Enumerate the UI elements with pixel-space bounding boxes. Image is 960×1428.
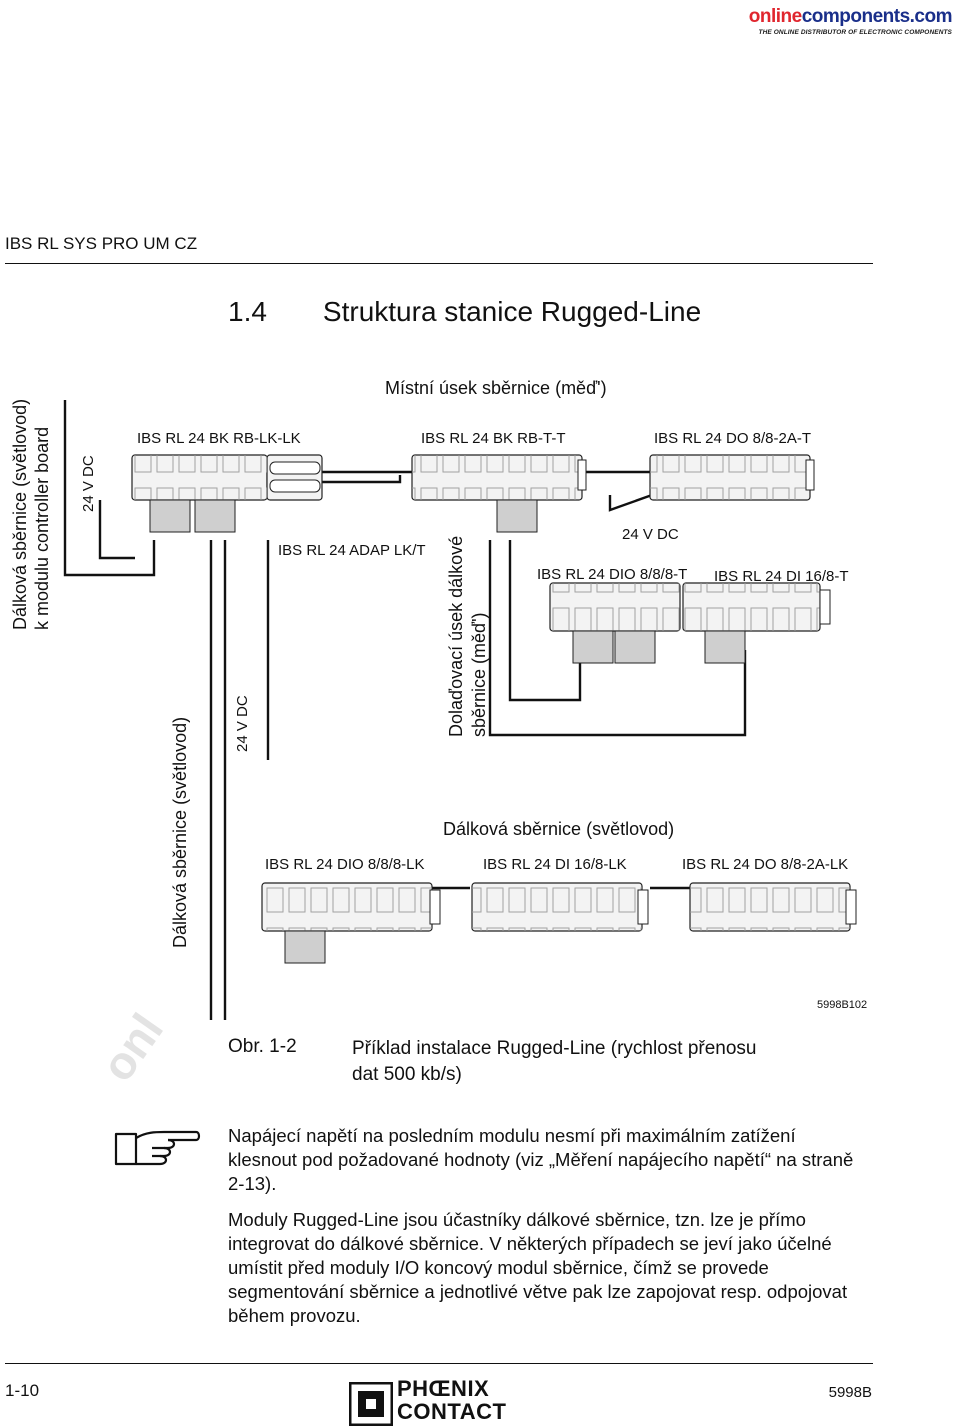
header-rule	[5, 263, 873, 264]
logo-line-2: CONTACT	[397, 1399, 507, 1424]
connector-3	[496, 499, 538, 533]
left-vertical-label-2: k modulu controller board	[32, 426, 52, 630]
onlinecomponents-logo: onlinecomponents.com THE ONLINE DISTRIBU…	[748, 6, 953, 36]
module-label-dio-8-8-8-t: IBS RL 24 DIO 8/8/8-T	[537, 566, 688, 583]
module-label-bk-rb-lk-lk: IBS RL 24 BK RB-LK-LK	[137, 430, 301, 447]
module-label-dio-8-8-8-lk: IBS RL 24 DIO 8/8/8-LK	[265, 856, 425, 873]
copper-bus-2	[320, 475, 402, 484]
note-block: Napájecí napětí na posledním modulu nesm…	[228, 1124, 868, 1340]
section-title: 1.4 Struktura stanice Rugged-Line	[228, 296, 702, 327]
extension-line-2	[508, 540, 582, 702]
module-label-di-16-8-t: IBS RL 24 DI 16/8-T	[714, 568, 849, 585]
remote-vertical-label: Dálková sběrnice (světlovod)	[170, 716, 190, 948]
logo-line-1: PHŒNIX	[397, 1376, 490, 1401]
module-label-do-8-8-2a-t: IBS RL 24 DO 8/8-2A-T	[654, 430, 812, 447]
module-label-bk-rb-t-t: IBS RL 24 BK RB-T-T	[421, 430, 566, 447]
connector-5	[614, 630, 656, 664]
brand-name-part2: components.com	[801, 6, 953, 27]
document-id: IBS RL SYS PRO UM CZ	[5, 234, 198, 253]
page-number: 1-10	[5, 1381, 40, 1400]
figure-number: Obr. 1-2	[228, 1036, 297, 1057]
connector-6	[704, 630, 746, 664]
note-paragraph-2: Moduly Rugged-Line jsou účastníky dálkov…	[228, 1209, 848, 1326]
wire-24v-left	[98, 500, 135, 560]
figure-caption: Příklad instalace Rugged-Line (rychlost …	[352, 1038, 757, 1085]
connector-4	[572, 630, 614, 664]
extension-vertical-label-2: sběrnice (měď')	[469, 612, 489, 737]
footer-rule	[5, 1363, 873, 1364]
note-paragraph-1: Napájecí napětí na posledním modulu nesm…	[228, 1125, 854, 1194]
rugged-line-diagram	[63, 400, 857, 1020]
footer-code: 5998B	[828, 1384, 872, 1401]
figure-code: 5998B102	[817, 999, 868, 1011]
wire-24v-mid	[608, 493, 653, 512]
connector-2	[194, 499, 236, 533]
extension-vertical-label-1: Dolaďovací úsek dálkové	[446, 535, 466, 737]
pointing-hand-icon	[114, 1130, 201, 1166]
fiber-line-left-1	[63, 400, 156, 577]
local-bus-label: Místní úsek sběrnice (měď')	[385, 378, 607, 398]
left-24v-label: 24 V DC	[80, 455, 97, 512]
wiring	[63, 400, 747, 1020]
brand-tagline: THE ONLINE DISTRIBUTOR OF ELECTRONIC COM…	[758, 29, 952, 36]
brand-name-part1: online	[748, 6, 802, 27]
phoenix-logo-mark	[349, 1382, 393, 1426]
connector-1	[149, 499, 191, 533]
connector-7	[284, 930, 326, 964]
remote-bus-label: Dálková sběrnice (světlovod)	[443, 819, 675, 839]
remote-24v-label: 24 V DC	[234, 695, 251, 752]
module-label-di-16-8-lk: IBS RL 24 DI 16/8-LK	[483, 856, 627, 873]
extension-line-1	[488, 540, 747, 737]
module-label-do-8-8-2a-lk: IBS RL 24 DO 8/8-2A-LK	[682, 856, 849, 873]
module-label-adap-lk-t: IBS RL 24 ADAP LK/T	[278, 542, 426, 559]
left-vertical-label-1: Dálková sběrnice (světlovod)	[10, 398, 30, 630]
mid-24v-label: 24 V DC	[622, 526, 679, 543]
